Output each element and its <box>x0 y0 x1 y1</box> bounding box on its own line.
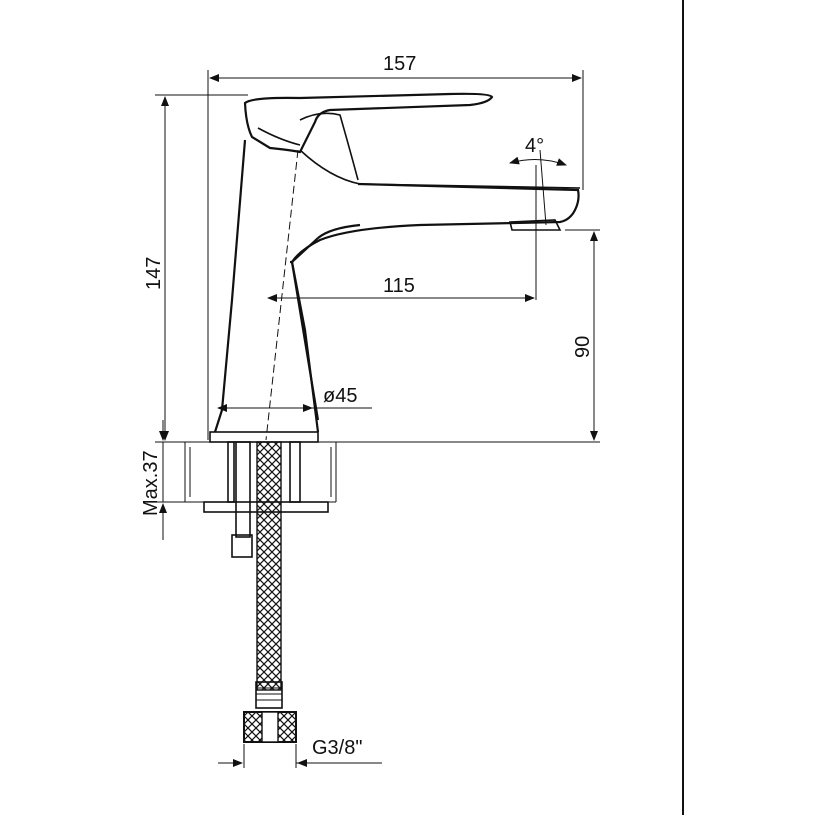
mounting-base <box>184 431 600 558</box>
dim-thickness-label: Max.37 <box>140 450 162 516</box>
dim-spout-height-label: 90 <box>572 336 594 358</box>
dim-overall-height <box>155 94 248 443</box>
dim-height-label: 147 <box>143 257 165 290</box>
dim-reach-label: 115 <box>383 275 415 297</box>
dim-angle-label: 4° <box>525 135 544 157</box>
dim-spout-height <box>565 229 600 441</box>
flex-hose <box>243 441 297 743</box>
dim-connection-label: G3/8" <box>312 737 362 759</box>
faucet-body <box>213 92 581 433</box>
dim-connection <box>218 744 382 768</box>
dim-overall-width <box>207 70 584 440</box>
dim-angle <box>509 149 567 300</box>
dim-diameter-label: ø45 <box>323 385 357 407</box>
dim-width-label: 157 <box>383 53 416 75</box>
center-axis <box>265 149 299 441</box>
dim-max-thickness <box>155 420 185 540</box>
